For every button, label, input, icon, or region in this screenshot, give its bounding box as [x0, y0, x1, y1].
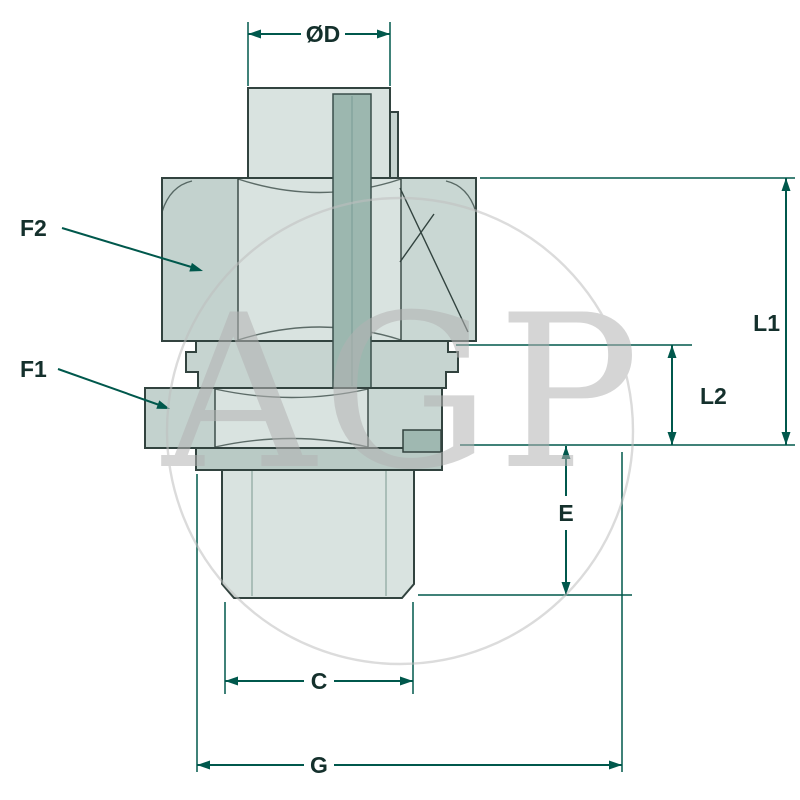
dimension-labels: ØD F2 F1 L1 L2 E C G	[20, 21, 780, 778]
body-cone-cut-line-1	[399, 187, 469, 333]
arrow-od-left	[248, 29, 261, 39]
dimension-arrowheads	[156, 29, 791, 770]
watermark-circle	[165, 196, 635, 666]
arrow-f1-leader	[156, 400, 170, 409]
hex-upper-chamfer-top-mid	[237, 178, 402, 194]
dim-label-c: C	[311, 668, 328, 694]
arrow-e-bottom	[561, 582, 571, 595]
hex-nut-upper-left-facet	[162, 178, 238, 341]
body-cone-cut-line-2	[399, 213, 435, 263]
threaded-stud	[221, 469, 415, 599]
arrow-l2-bottom	[667, 432, 677, 445]
arrow-g-right	[609, 760, 622, 770]
neck-groove	[185, 340, 459, 389]
leader-f2	[61, 227, 199, 270]
arrow-l1-bottom	[781, 432, 791, 445]
arrow-l2-top	[667, 345, 677, 358]
dim-label-e: E	[558, 500, 573, 526]
dim-label-l1: L1	[753, 310, 780, 336]
leader-f1	[57, 368, 166, 408]
arrow-c-right	[400, 676, 413, 686]
retainer-tab	[402, 429, 442, 453]
dim-label-l2: L2	[700, 383, 727, 409]
hex-upper-chamfer-top-left	[161, 180, 193, 213]
fitting-drawing	[144, 87, 477, 599]
watermark: AGP	[160, 196, 645, 666]
hex-upper-chamfer-bottom-mid	[237, 326, 402, 341]
arrow-l1-top	[781, 178, 791, 191]
hex-lower-chamfer-top-mid	[214, 388, 369, 399]
dimension-lines	[57, 33, 787, 766]
arrow-f2-leader	[189, 262, 203, 272]
arrow-g-left	[197, 760, 210, 770]
hex-upper-chamfer-top-right	[445, 180, 477, 213]
arrow-od-right	[377, 29, 390, 39]
dim-label-f2: F2	[20, 215, 47, 241]
dim-label-f1: F1	[20, 356, 47, 382]
hex-lower-chamfer-bottom-mid	[214, 437, 369, 448]
hex-nut-lower-left-facet	[145, 388, 215, 448]
dim-label-g: G	[310, 752, 328, 778]
arrow-c-left	[225, 676, 238, 686]
dim-label-od: ØD	[306, 21, 341, 47]
watermark-text: AGP	[160, 269, 645, 516]
hex-nut-upper-right-facet	[401, 178, 476, 341]
arrow-e-top	[561, 446, 571, 459]
